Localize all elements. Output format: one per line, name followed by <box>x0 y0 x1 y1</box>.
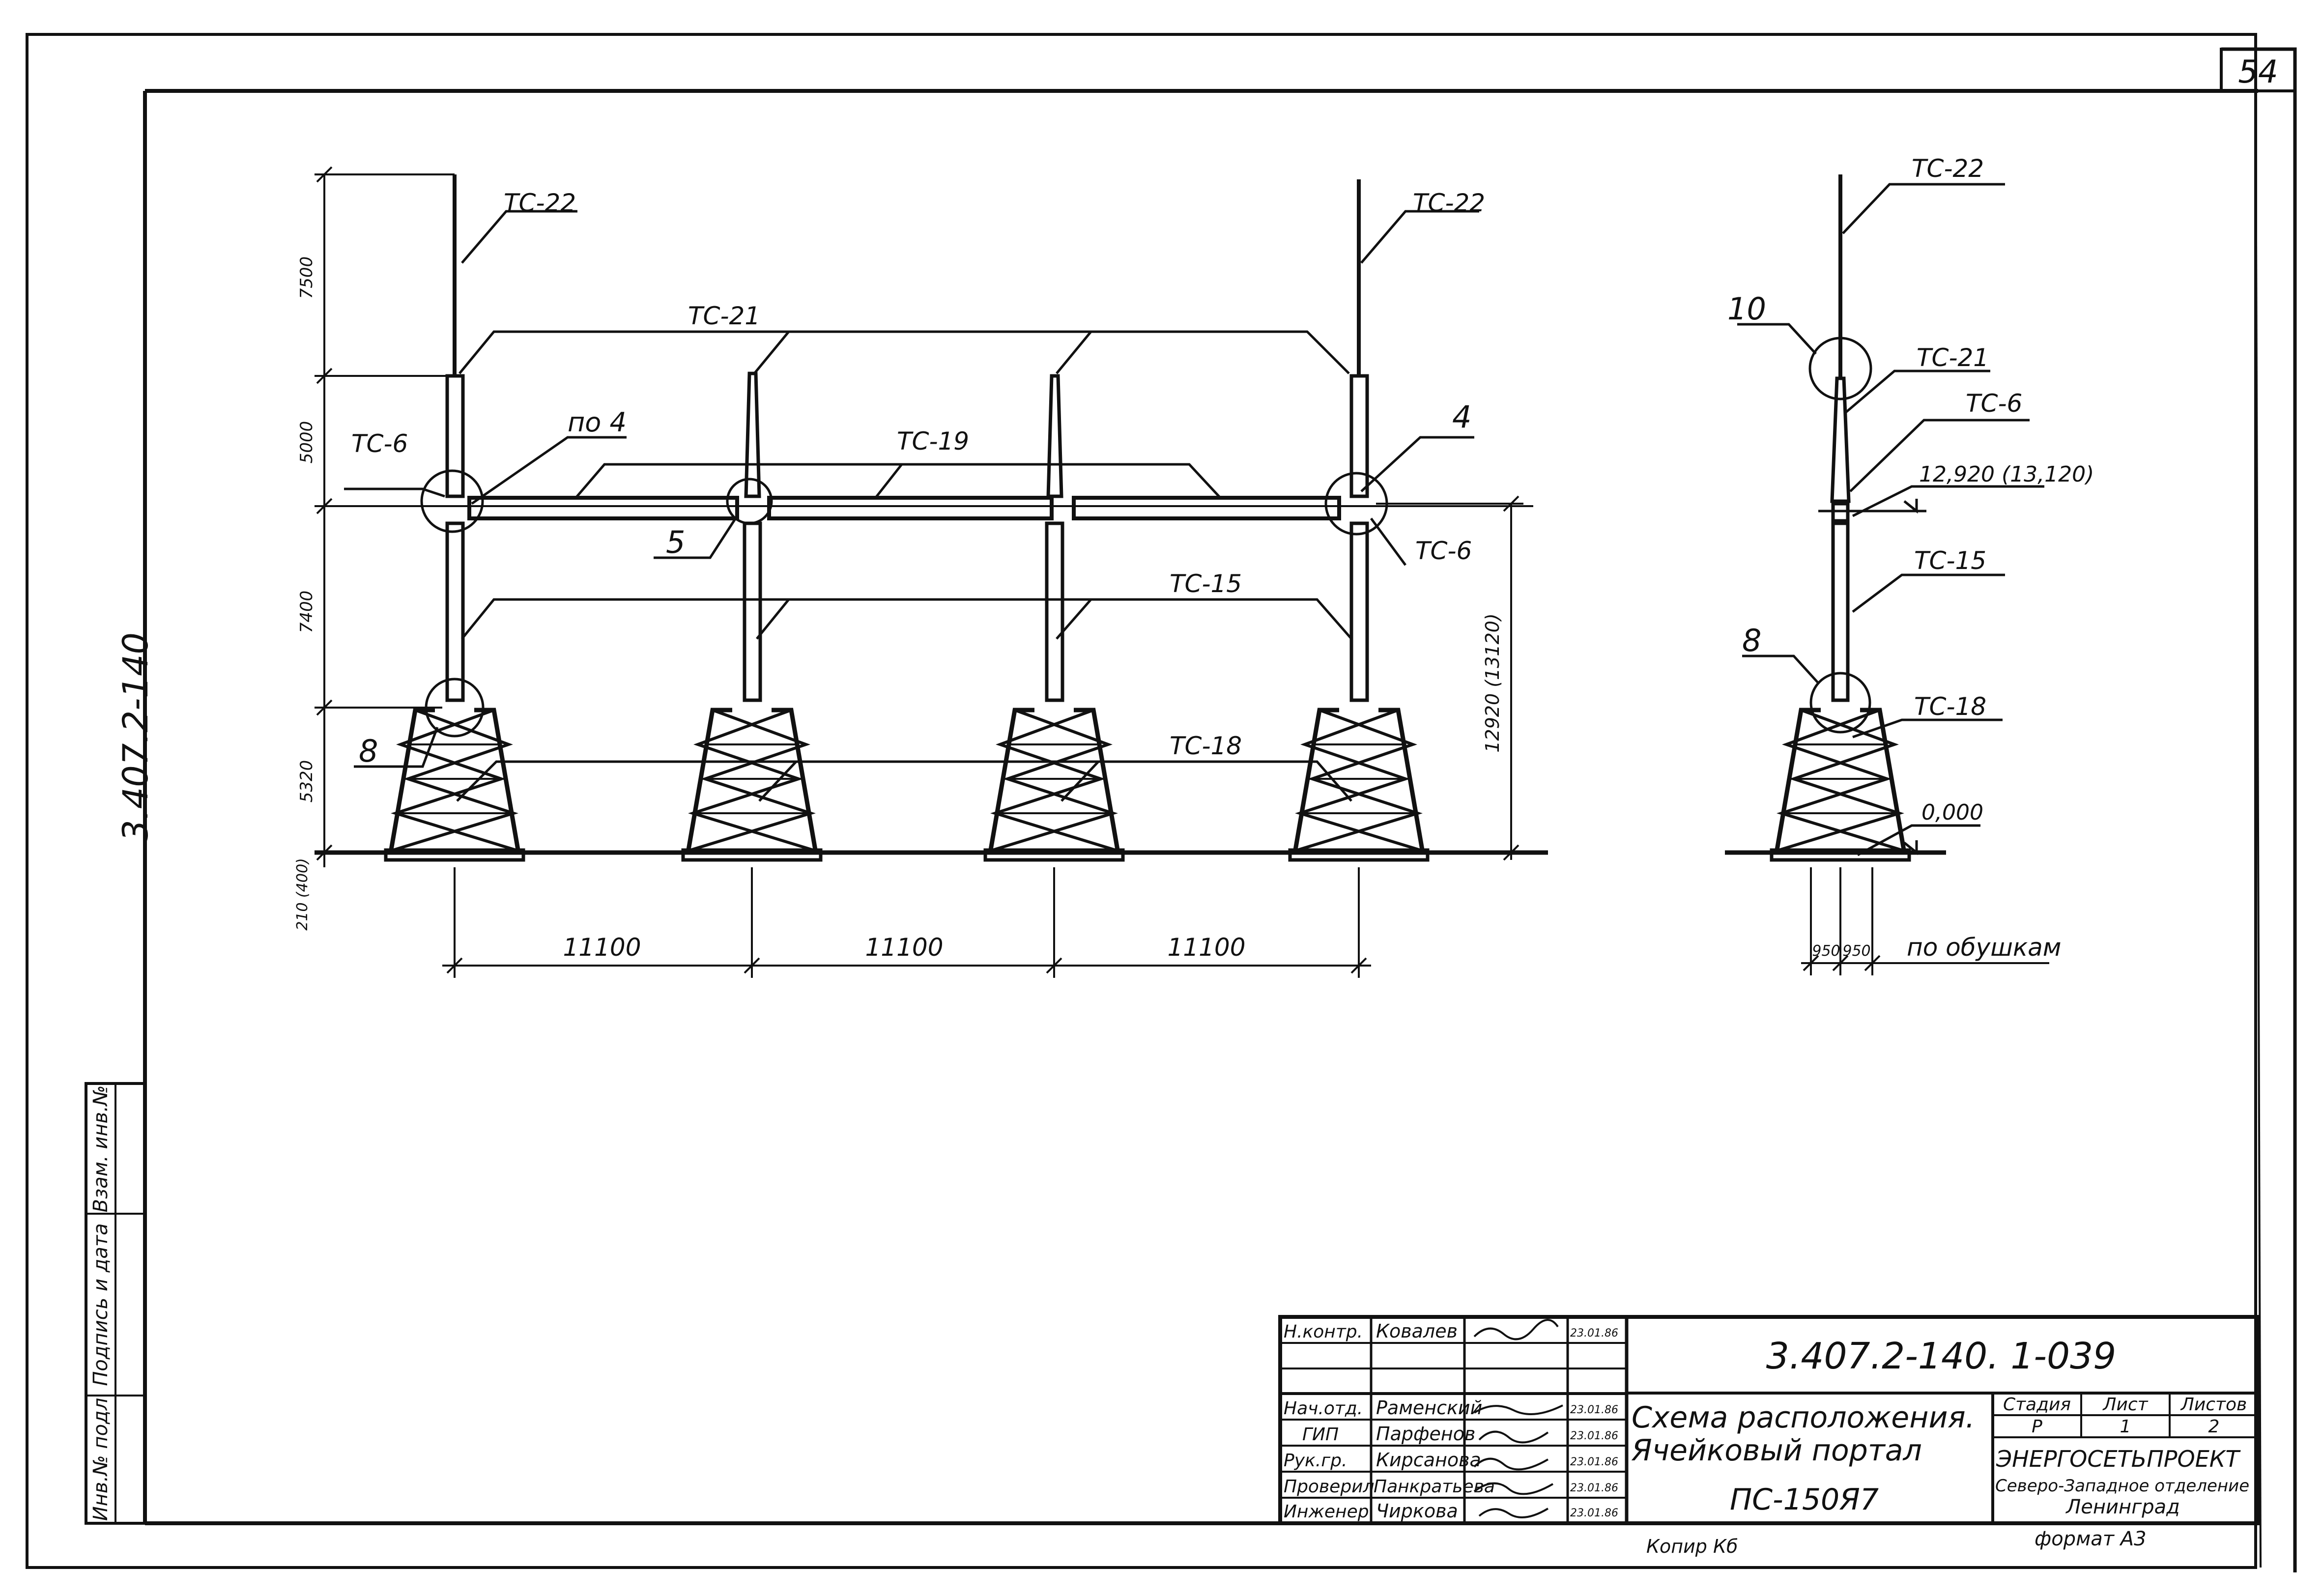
title-date: 23.01.86 <box>1570 1404 1618 1416</box>
drawing-title-line2: Ячейковый портал <box>1631 1433 1922 1468</box>
drawing-title-line3: ПС-150Я7 <box>1730 1482 1879 1517</box>
title-name: Панкратьева <box>1374 1477 1495 1497</box>
callout-node-10: 10 <box>1727 291 1766 327</box>
title-role: Рук.гр. <box>1284 1451 1347 1471</box>
title-block: Н.контр. Ковалев 23.01.86 Нач.отд. Рамен… <box>1278 1315 2260 1525</box>
title-date: 23.01.86 <box>1570 1327 1618 1340</box>
callout-node-4: 4 <box>1452 399 1471 435</box>
node-circle <box>1808 337 1872 400</box>
node-circle <box>726 478 773 525</box>
org-name: ЭНЕРГОСЕТЬПРОЕКТ <box>1996 1446 2241 1472</box>
vertical-dimension: 7400 <box>297 591 316 633</box>
member-label-top-column: ТС-21 <box>1917 343 1989 372</box>
stage-header: Стадия <box>2003 1395 2071 1415</box>
side-stamp: Инв.№ подл Подпись и дата Взам. инв.№ <box>85 1082 146 1525</box>
drawing-code: 3.407.2-140. 1-039 <box>1766 1335 2116 1377</box>
sheet-number-box: 54 <box>2220 48 2296 92</box>
side-stamp-cell: Подпись и дата <box>89 1223 112 1386</box>
title-role: Инженер <box>1284 1502 1369 1522</box>
title-name: Раменский <box>1376 1397 1482 1419</box>
title-name: Чиркова <box>1376 1500 1458 1522</box>
vertical-dimension: 7500 <box>297 256 316 299</box>
member-label-base: ТС-18 <box>1914 692 1986 721</box>
member-label-top-column: ТС-21 <box>688 302 760 330</box>
title-date: 23.01.86 <box>1570 1430 1618 1442</box>
drawing-title-line1: Схема расположения. <box>1632 1400 1975 1435</box>
base-note: по обушкам <box>1907 933 2062 962</box>
member-label-node: ТС-6 <box>1966 389 2022 418</box>
column-2 <box>683 371 821 860</box>
column-3 <box>985 374 1123 860</box>
title-name: Ковалев <box>1376 1320 1458 1342</box>
member-label-mast: ТС-22 <box>1912 154 1984 183</box>
vertical-dimension: 5000 <box>297 421 316 464</box>
member-label-mid-column: ТС-15 <box>1914 546 1986 575</box>
side-view: ТС-22 ТС-21 ТС-6 12,920 (13,120) ТС-15 Т… <box>1725 154 2094 975</box>
span-dimension: 11100 <box>865 933 943 962</box>
title-role: ГИП <box>1302 1425 1339 1445</box>
title-date: 23.01.86 <box>1570 1456 1618 1468</box>
beam-level: 12,920 (13,120) <box>1919 462 2094 487</box>
node-circle <box>420 469 484 533</box>
title-name: Кирсанова <box>1376 1449 1481 1471</box>
title-role: Н.контр. <box>1284 1322 1363 1342</box>
callout-node-5: 5 <box>666 524 685 560</box>
sheet-header: Лист <box>2102 1395 2148 1415</box>
column-4 <box>1290 179 1428 860</box>
span-dimension: 11100 <box>1167 933 1245 962</box>
org-branch: Северо-Западное отделение <box>1995 1476 2249 1496</box>
vertical-dimension: 210 (400) <box>294 858 311 930</box>
format-note: формат А3 <box>2035 1528 2147 1550</box>
title-date: 23.01.86 <box>1570 1507 1618 1519</box>
sheet-number: 54 <box>2238 54 2278 90</box>
ground-level: 0,000 <box>1921 800 1983 825</box>
base-dimension: 950 <box>1842 942 1870 960</box>
copy-note: Копир Кб <box>1646 1536 1738 1557</box>
title-role: Нач.отд. <box>1284 1398 1363 1419</box>
callout-node-8: 8 <box>359 733 378 769</box>
vertical-dimension: 5320 <box>297 760 316 803</box>
beam-truss <box>467 496 1341 520</box>
front-view: ТС-22 ТС-22 ТС-21 ТС-19 ТС-6 ТС-6 ТС-15 … <box>294 166 1548 978</box>
column-1 <box>386 174 523 860</box>
side-stamp-cell: Взам. инв.№ <box>89 1085 112 1213</box>
member-label-beam: ТС-19 <box>897 427 969 456</box>
span-dimension: 11100 <box>563 933 641 962</box>
org-city: Ленинград <box>2065 1496 2180 1518</box>
member-label-node: ТС-6 <box>1415 537 1472 565</box>
member-label-node: ТС-6 <box>351 429 408 458</box>
node-circle <box>1809 672 1871 734</box>
base-dimension: 950 <box>1812 942 1840 960</box>
sheets-value: 2 <box>2208 1417 2220 1437</box>
side-stamp-cell: Инв.№ подл <box>89 1398 112 1521</box>
callout-node-8: 8 <box>1742 623 1761 658</box>
height-dimension: 12920 (13120) <box>1482 613 1503 753</box>
stage-value: Р <box>2032 1417 2042 1437</box>
callout-node-4-each: по 4 <box>568 407 627 438</box>
sheets-header: Листов <box>2180 1395 2247 1415</box>
title-name: Парфенов <box>1376 1423 1475 1445</box>
title-date: 23.01.86 <box>1570 1482 1618 1494</box>
member-label-mast: ТС-22 <box>1413 189 1485 217</box>
member-label-base: ТС-18 <box>1170 732 1242 760</box>
member-label-mast: ТС-22 <box>504 189 576 217</box>
member-label-mid-column: ТС-15 <box>1170 570 1242 598</box>
sheet-value: 1 <box>2120 1417 2131 1437</box>
title-role: Проверил <box>1284 1477 1375 1497</box>
side-code: 3.407.2-140 <box>115 632 156 842</box>
